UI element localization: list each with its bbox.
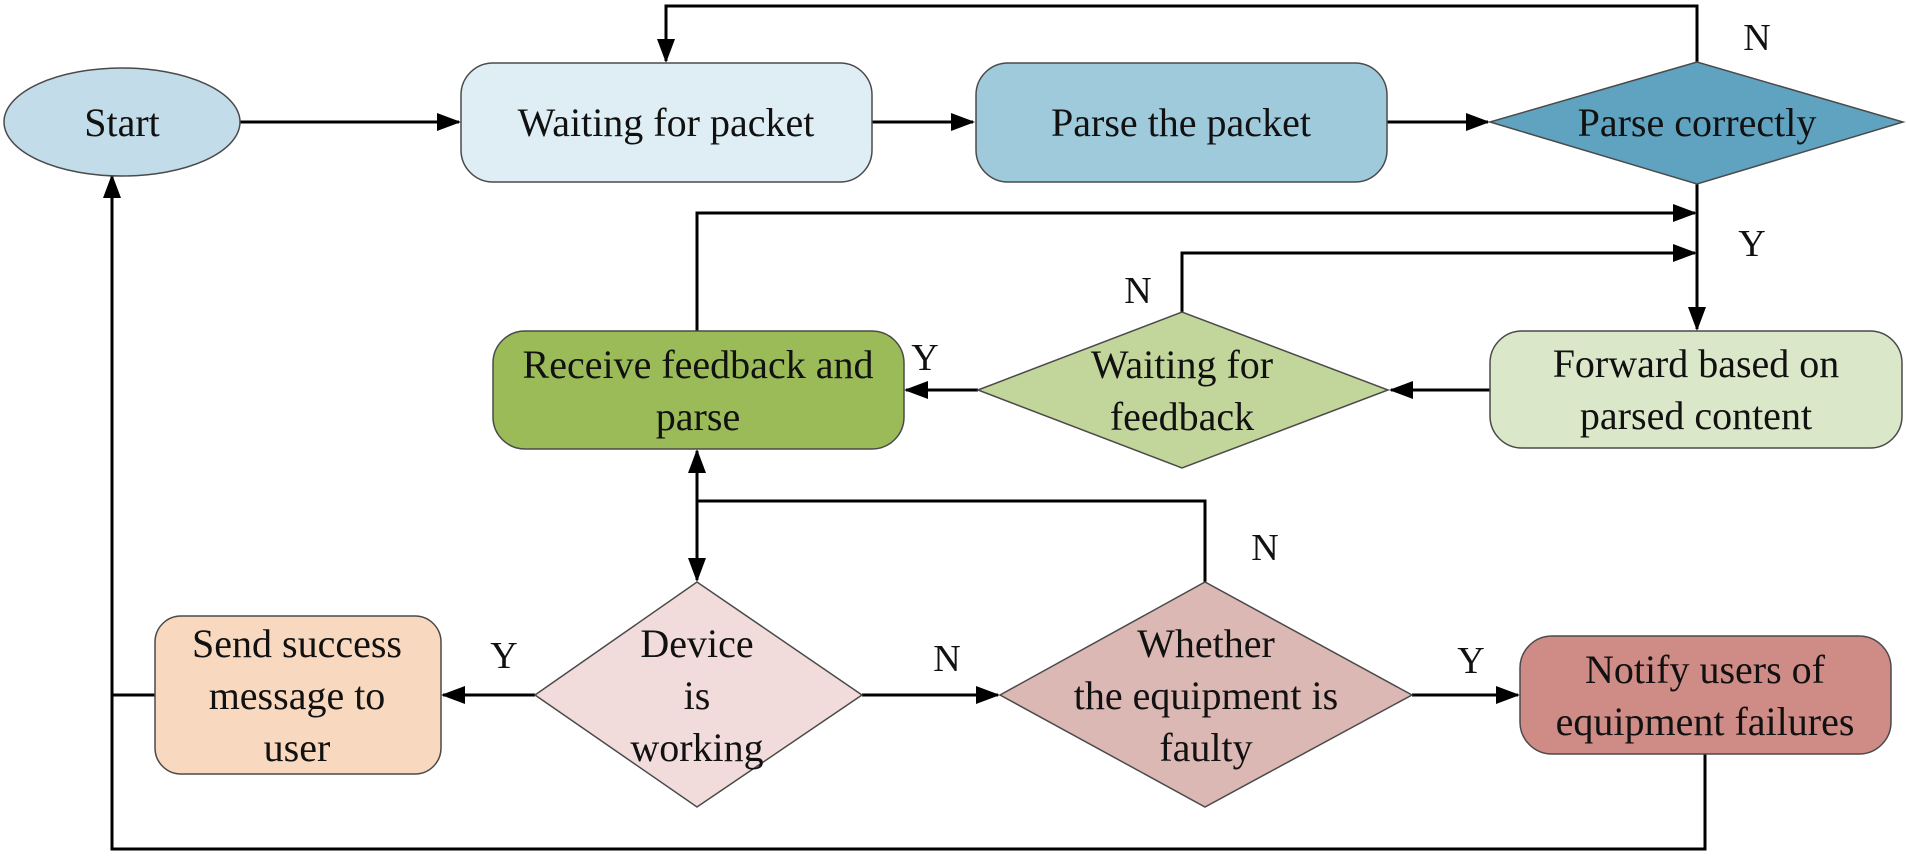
start-ellipse: [3, 67, 241, 177]
waiting-for-feedback-diamond: [975, 311, 1391, 469]
node-label-line: Whether: [1137, 621, 1275, 666]
arrow-receive-feedback-loop: [695, 204, 1697, 331]
node-label-line: Start: [84, 100, 160, 145]
node-notify-users: Notify users of equipment failures: [1519, 635, 1892, 755]
node-label-line: Parse the packet: [1051, 100, 1311, 145]
receive-feedback-label: Receive feedback and parse: [523, 342, 874, 439]
node-label-line: Notify users of: [1585, 647, 1826, 692]
branch-labels: N Y N Y N Y N Y: [490, 17, 1770, 682]
node-label-line: parse: [656, 394, 740, 439]
arrow-faulty-no-loop: [697, 499, 1207, 582]
node-label-line: Waiting for: [1091, 342, 1273, 387]
node-forward-based-on-parsed-content: Forward based on parsed content: [1489, 330, 1903, 449]
label-faulty-no: N: [1251, 527, 1278, 569]
notify-users-box: [1519, 635, 1892, 755]
arrow-parse-no-loop: [657, 4, 1699, 63]
label-parse-yes: Y: [1738, 223, 1765, 265]
node-start: Start: [3, 67, 241, 177]
node-label-line: faulty: [1159, 725, 1252, 770]
forward-box: [1489, 330, 1903, 449]
node-label-line: is: [684, 673, 711, 718]
label-working-yes: Y: [490, 635, 517, 677]
node-label-line: message to: [209, 673, 386, 718]
node-waiting-for-packet: Waiting for packet: [460, 62, 873, 183]
node-send-success-message: Send success message to user: [154, 615, 442, 775]
parse-correctly-label: Parse correctly: [1578, 100, 1817, 145]
node-parse-correctly: Parse correctly: [1487, 61, 1906, 185]
equipment-faulty-label: Whether the equipment is faulty: [1074, 621, 1338, 770]
connectors: [103, 4, 1707, 851]
node-label-line: parsed content: [1580, 393, 1812, 438]
node-parse-the-packet: Parse the packet: [975, 62, 1388, 183]
equipment-faulty-diamond: [998, 581, 1414, 808]
node-label-line: the equipment is: [1074, 673, 1338, 718]
arrow-waiting-feedback-no-loop: [1180, 244, 1697, 312]
node-label-line: Parse correctly: [1578, 100, 1817, 145]
send-success-box: [154, 615, 442, 775]
node-label-line: Receive feedback and: [523, 342, 874, 387]
forward-label: Forward based on parsed content: [1553, 341, 1840, 438]
node-label-line: equipment failures: [1556, 699, 1855, 744]
notify-users-label: Notify users of equipment failures: [1556, 647, 1855, 744]
waiting-for-packet-label: Waiting for packet: [518, 100, 815, 145]
label-working-no: N: [933, 638, 960, 680]
send-success-label: Send success message to user: [192, 621, 402, 770]
parse-the-packet-label: Parse the packet: [1051, 100, 1311, 145]
receive-feedback-box: [492, 330, 905, 450]
node-equipment-faulty: Whether the equipment is faulty: [998, 581, 1414, 808]
waiting-for-feedback-label: Waiting for feedback: [1091, 342, 1273, 439]
waiting-for-packet-box: [460, 62, 873, 183]
node-label-line: user: [264, 725, 331, 770]
node-waiting-for-feedback: Waiting for feedback: [975, 311, 1391, 469]
node-label-line: Forward based on: [1553, 341, 1840, 386]
node-device-is-working: Device is working: [533, 581, 864, 808]
label-feedback-no: N: [1124, 270, 1151, 312]
node-label-line: feedback: [1110, 394, 1254, 439]
label-parse-no: N: [1743, 17, 1770, 59]
arrow-notify-to-start: [110, 695, 1707, 851]
label-faulty-yes: Y: [1457, 640, 1484, 682]
node-label-line: Waiting for packet: [518, 100, 815, 145]
node-receive-feedback-and-parse: Receive feedback and parse: [492, 330, 905, 450]
node-label-line: Device: [640, 621, 753, 666]
start-label: Start: [84, 100, 160, 145]
device-is-working-diamond: [533, 581, 864, 808]
node-label-line: working: [630, 725, 763, 770]
arrow-send-to-start: [103, 174, 155, 697]
label-feedback-yes: Y: [911, 337, 938, 379]
device-is-working-label: Device is working: [630, 621, 763, 770]
parse-correctly-diamond: [1487, 61, 1906, 185]
parse-the-packet-box: [975, 62, 1388, 183]
node-label-line: Send success: [192, 621, 402, 666]
